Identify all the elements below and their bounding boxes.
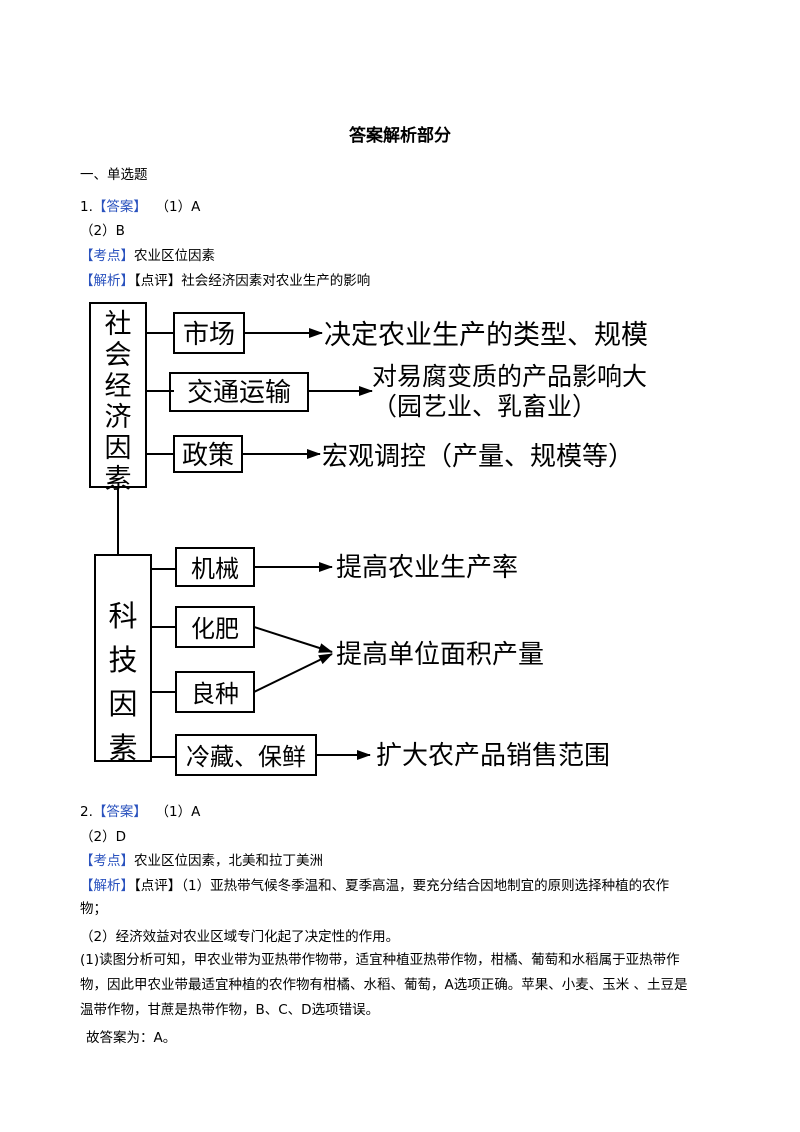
machinery-result: 提高农业生产率 <box>336 553 518 583</box>
q1-analysis-line: 【解析】【点评】社会经济因素对农业生产的影响 <box>80 272 370 290</box>
q2-answer-tag: 【答案】 <box>92 804 147 820</box>
q1-comment-tag: 【点评】 <box>134 273 182 289</box>
arrow-seed <box>253 653 333 693</box>
q2-point-tag: 【考点】 <box>80 853 134 869</box>
market-label: 市场 <box>183 320 235 350</box>
policy-box <box>173 435 243 473</box>
q1-point-line: 【考点】农业区位因素 <box>80 247 215 265</box>
section-heading: 一、单选题 <box>80 167 148 183</box>
refrigeration-label: 冷藏、保鲜 <box>186 743 306 771</box>
tech-factors-box <box>94 554 152 762</box>
transport-box <box>169 372 309 412</box>
q2-comment-tag: 【点评】 <box>134 878 182 894</box>
policy-result: 宏观调控（产量、规模等） <box>322 442 634 472</box>
fertilizer-box <box>175 606 255 648</box>
q2-comment-line1: （1）亚热带气候冬季温和、夏季高温，要充分结合因地制宜的原则选择种植的农作 <box>181 878 670 894</box>
transport-label: 交通运输 <box>187 378 291 408</box>
social-factors-box <box>89 302 147 488</box>
policy-label: 政策 <box>182 441 234 471</box>
q1-analysis-tag: 【解析】 <box>80 273 134 289</box>
transport-result-2: （园艺业、乳畜业） <box>372 392 597 421</box>
arrow-fertilizer <box>253 626 333 653</box>
market-result: 决定农业生产的类型、规模 <box>324 320 648 351</box>
seed-label: 良种 <box>191 680 239 708</box>
transport-result-1: 对易腐变质的产品影响大 <box>372 362 647 391</box>
machinery-box <box>175 547 255 587</box>
page-title: 答案解析部分 <box>349 126 451 146</box>
q2-analysis-line: 【解析】【点评】（1）亚热带气候冬季温和、夏季高温，要充分结合因地制宜的原则选择… <box>80 877 669 895</box>
q2-explanation-line3: 温带作物，甘蔗是热带作物，B、C、D选项错误。 <box>80 1002 380 1018</box>
q2-comment-line3: （2）经济效益对农业区域专门化起了决定性的作用。 <box>80 929 400 945</box>
social-factors-label: 社会经济因素 <box>105 309 132 495</box>
q2-answer-1: （1）A <box>155 804 201 820</box>
q1-comment-text: 社会经济因素对农业生产的影响 <box>181 273 371 289</box>
refrigeration-box <box>175 734 317 776</box>
q2-analysis-tag: 【解析】 <box>80 878 134 894</box>
q2-answer-line: 2.【答案】 （1）A <box>80 803 200 821</box>
q1-answer-tag: 【答案】 <box>92 199 147 215</box>
q2-number: 2. <box>80 804 93 820</box>
q2-answer-2: （2）D <box>80 829 126 845</box>
q2-point-line: 【考点】农业区位因素，北美和拉丁美洲 <box>80 852 323 870</box>
q2-explanation-line1: (1)读图分析可知，甲农业带为亚热带作物带，适宜种植亚热带作物，柑橘、葡萄和水稻… <box>80 952 680 968</box>
q1-answer-1: （1）A <box>155 199 201 215</box>
q1-answer-2: （2）B <box>80 223 125 239</box>
q1-number: 1. <box>80 199 93 215</box>
market-box <box>173 312 245 354</box>
q2-comment-line2: 物； <box>80 901 107 917</box>
seed-box <box>175 671 255 713</box>
q1-point-text: 农业区位因素 <box>134 248 215 264</box>
machinery-label: 机械 <box>191 555 239 583</box>
refrigeration-result: 扩大农产品销售范围 <box>376 741 610 771</box>
fertilizer-label: 化肥 <box>191 615 239 643</box>
tech-factors-label: 科技因素 <box>108 599 137 765</box>
q1-answer-line: 1.【答案】 （1）A <box>80 198 200 216</box>
shared-yield-result: 提高单位面积产量 <box>336 640 544 670</box>
q2-conclusion: 故答案为：A。 <box>86 1030 177 1046</box>
q2-explanation-line2: 物，因此甲农业带最适宜种植的农作物有柑橘、水稻、葡萄，A选项正确。苹果、小麦、玉… <box>80 977 688 993</box>
q2-point-text: 农业区位因素，北美和拉丁美洲 <box>134 853 323 869</box>
q1-point-tag: 【考点】 <box>80 248 134 264</box>
